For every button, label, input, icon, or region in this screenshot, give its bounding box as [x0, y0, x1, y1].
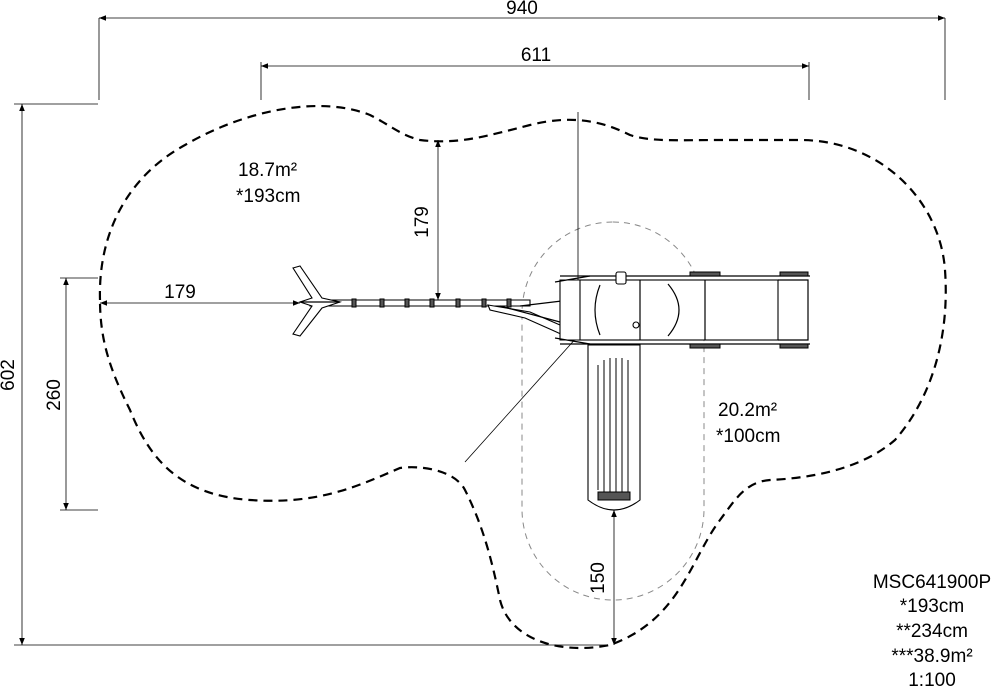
swing-zone-fall-label: *193cm: [236, 186, 300, 207]
dimension-left-height-label: 260: [44, 379, 65, 411]
dimension-bottom-depth-label: 150: [588, 562, 609, 594]
dimension-inner-width-label: 611: [521, 45, 551, 66]
swing-zone-area-label: 18.7m²: [238, 160, 297, 181]
dimension-top-depth-label: 179: [412, 206, 433, 238]
fall-height: *193cm: [900, 596, 964, 617]
dimension-total-width-label: 940: [506, 0, 538, 19]
slide-zone-hatch: [521, 221, 705, 601]
slide-zone-lead-line: [464, 335, 579, 463]
dimension-bottom-depth: 150: [588, 510, 617, 645]
safety-zone-outline: [98, 105, 947, 650]
model-number: MSC641900P: [873, 572, 991, 593]
swing-set-assembly: [292, 265, 579, 341]
free-height: **234cm: [896, 621, 968, 642]
dimension-left-depth-label: 179: [164, 282, 196, 303]
slide-zone-area-label: 20.2m²: [718, 400, 777, 421]
tower-structure: [554, 271, 810, 349]
info-block: MSC641900P *193cm **234cm ***38.9m² 1:10…: [873, 572, 991, 690]
dimension-left-height: 260: [44, 277, 98, 511]
dimension-inner-width: 611: [260, 45, 810, 100]
total-area: ***38.9m²: [891, 646, 972, 667]
slide: [587, 344, 641, 511]
drawing-scale: 1:100: [908, 670, 956, 690]
slide-zone-fall-label: *100cm: [716, 426, 780, 447]
dimension-total-height-label: 602: [0, 359, 19, 391]
dimension-total-width: 940: [98, 0, 946, 100]
dimension-top-depth: 179: [412, 140, 441, 300]
dimension-total-height: 602: [0, 103, 608, 646]
dimension-left-depth: 179: [100, 282, 300, 306]
